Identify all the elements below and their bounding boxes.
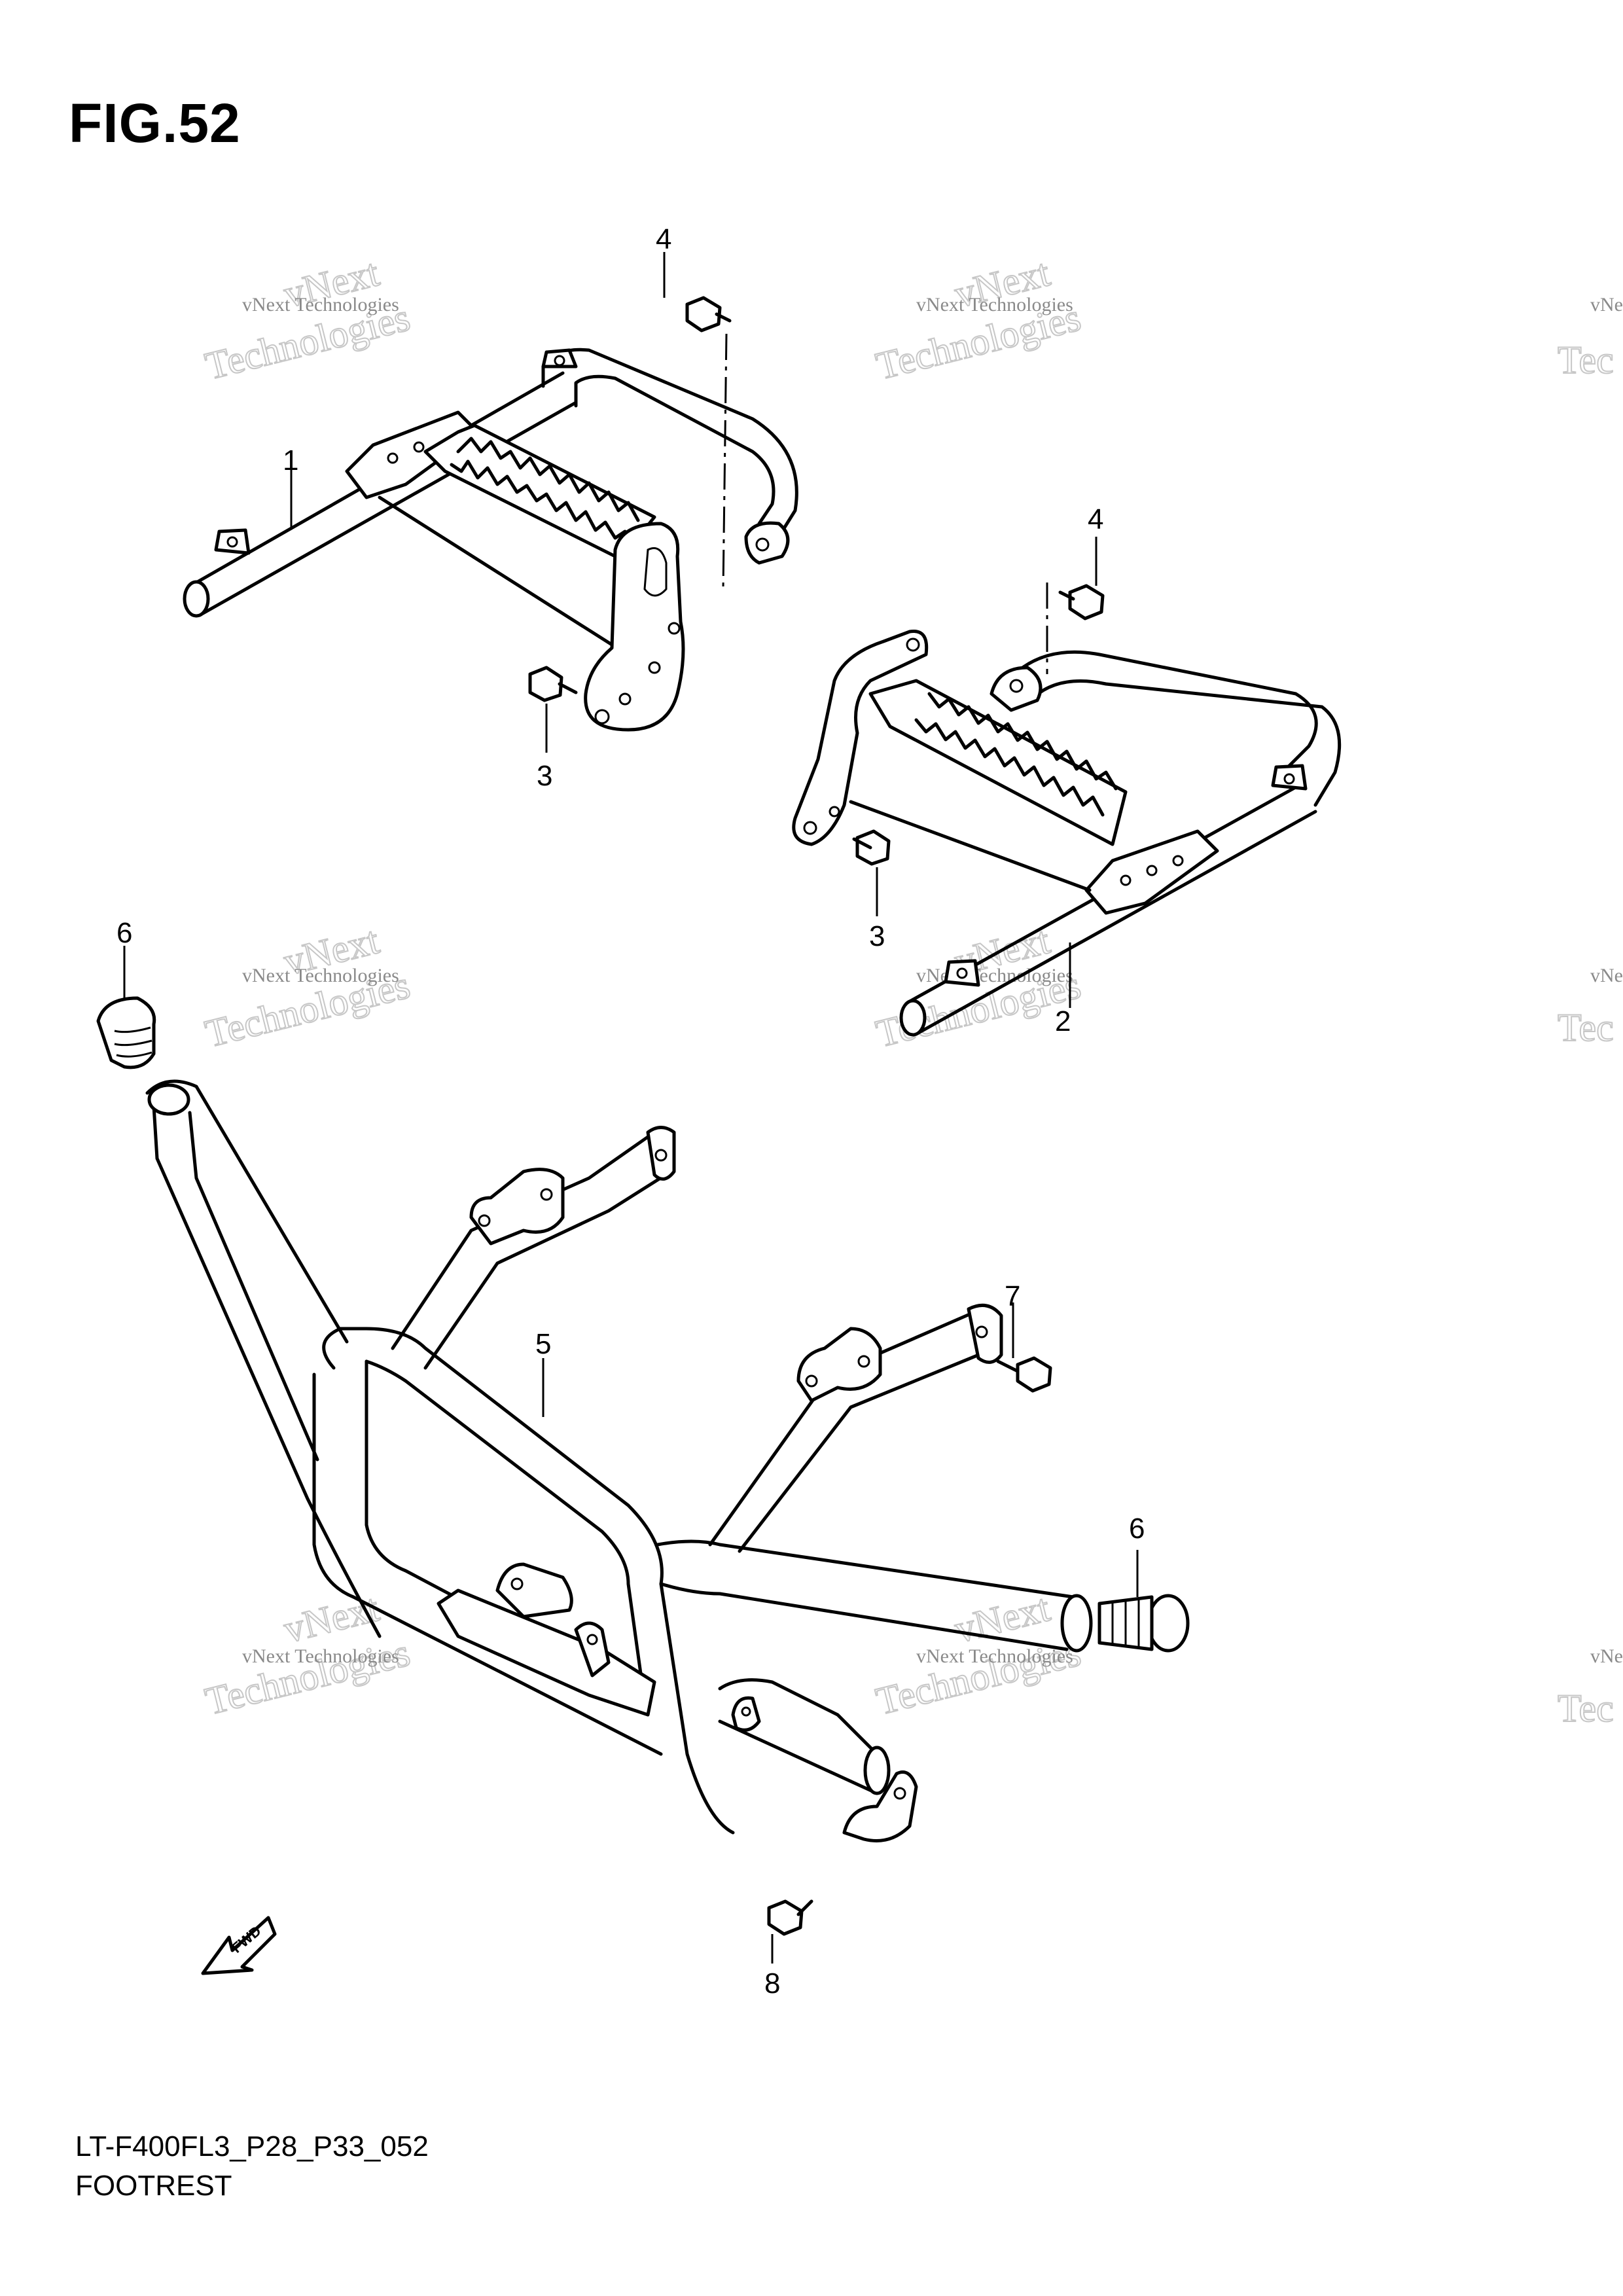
watermark-partial-big: Tec (1558, 1687, 1614, 1730)
bolt-8 (767, 1899, 813, 1936)
leader-lines (123, 252, 1139, 1964)
callout-2: 2 (1055, 1005, 1071, 1037)
watermark-low-mid: Technologies vNext vNext Technologies (871, 1585, 1086, 1724)
bolt-4-right (1046, 583, 1105, 674)
part-2-footrest-right (792, 629, 1342, 1037)
bolt-7 (996, 1356, 1052, 1393)
callout-8: 8 (764, 1967, 780, 2000)
watermark-small-text: vNext Technologies (916, 294, 1073, 315)
watermark-partial-small: vNe (1590, 965, 1623, 986)
watermark-small-text: vNext Technologies (242, 1645, 399, 1667)
watermark-right-edge: vNe Tec vNe Tec vNe Tec (1557, 294, 1623, 1731)
bolt-3-right (852, 829, 891, 866)
callout-7: 7 (1005, 1280, 1020, 1312)
bolt-3-left (528, 666, 578, 702)
bolt-4-upper (685, 296, 732, 590)
watermark-mid-mid: Technologies vNext vNext Technologies (871, 918, 1086, 1056)
figure-title: FIG.52 (69, 92, 241, 154)
callout-6-left: 6 (116, 917, 132, 949)
callout-4-right: 4 (1088, 503, 1103, 535)
part-1-footrest-left (183, 348, 798, 732)
callout-5: 5 (535, 1328, 551, 1360)
watermark-partial-small: vNe (1590, 1645, 1623, 1667)
callout-4-upper: 4 (656, 223, 671, 255)
callout-6-right: 6 (1129, 1513, 1145, 1545)
callout-1: 1 (283, 444, 298, 476)
watermark-mid-left: Technologies vNext vNext Technologies (200, 918, 415, 1056)
watermark-small-text: vNext Technologies (916, 1645, 1073, 1667)
diagram-code: LT-F400FL3_P28_P33_052 (75, 2130, 429, 2162)
callout-numbers: 1 2 3 3 4 4 5 6 6 7 8 (116, 223, 1145, 2000)
diagram-name: FOOTREST (75, 2170, 232, 2202)
watermark-low-left: Technologies vNext vNext Technologies (200, 1585, 415, 1724)
watermark-top-left: Technologies vNext vNext Technologies (200, 250, 415, 389)
watermark-small-text: vNext Technologies (242, 965, 399, 986)
watermark-partial-small: vNe (1590, 294, 1623, 315)
part-6-cap-right (1097, 1594, 1190, 1653)
watermark-small-text: vNext Technologies (242, 294, 399, 315)
watermark-partial-big: Tec (1558, 338, 1614, 382)
watermark-top-mid: Technologies vNext vNext Technologies (871, 250, 1086, 389)
part-6-cap-left (96, 996, 156, 1069)
fwd-arrow-icon: FWD (201, 1916, 277, 1975)
watermark-partial-big: Tec (1558, 1006, 1614, 1049)
callout-3-left: 3 (537, 760, 552, 792)
part-5-frame (145, 1079, 1093, 1842)
callout-3-right: 3 (869, 920, 885, 952)
